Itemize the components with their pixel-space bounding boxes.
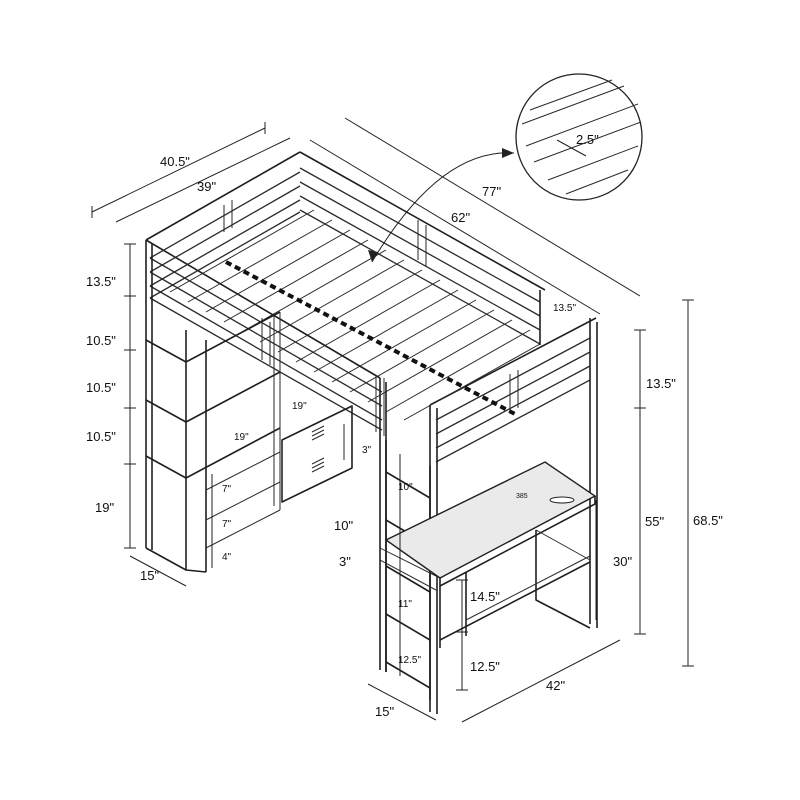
label-15-bottom: 15" xyxy=(375,704,394,719)
label-19-shelf-b: 19" xyxy=(234,432,249,443)
label-2-5: 2.5" xyxy=(576,132,599,147)
label-55: 55" xyxy=(645,514,664,529)
right-end-rails xyxy=(435,337,591,463)
label-10-small: 10" xyxy=(398,482,413,493)
bed-frame xyxy=(145,151,598,714)
label-68-5: 68.5" xyxy=(693,513,723,528)
label-13-5-right: 13.5" xyxy=(646,376,676,391)
cabinet xyxy=(281,405,353,503)
label-14-5: 14.5" xyxy=(470,589,500,604)
label-12-5-large: 12.5" xyxy=(470,659,500,674)
label-77: 77" xyxy=(482,184,501,199)
zoom-callout-arrow xyxy=(371,152,515,263)
label-62: 62" xyxy=(451,210,470,225)
label-42: 42" xyxy=(546,678,565,693)
platform-left-end-top xyxy=(145,151,301,241)
label-13-5-rail: 13.5" xyxy=(553,303,576,314)
desk-grommet xyxy=(549,496,575,504)
dimension-lines xyxy=(91,117,694,723)
platform-front-top xyxy=(145,239,381,379)
bookshelf xyxy=(145,311,281,573)
label-3-large: 3" xyxy=(339,554,351,569)
left-end-rails xyxy=(149,171,301,299)
label-12-5-small: 12.5" xyxy=(398,655,421,666)
label-40-5: 40.5" xyxy=(160,154,190,169)
dimension-labels: 40.5" 39" 77" 62" 2.5" 13.5" 13.5" 13.5"… xyxy=(86,132,723,719)
desk xyxy=(384,461,597,648)
label-11: 11" xyxy=(398,599,412,610)
label-10-large: 10" xyxy=(334,518,353,533)
cabinet-vents xyxy=(311,425,325,473)
label-4: 4" xyxy=(222,552,232,563)
label-19-left: 19" xyxy=(95,500,114,515)
desk-label: 385 xyxy=(516,493,528,500)
front-guard-rails xyxy=(149,257,385,436)
label-3-top: 3" xyxy=(362,445,372,456)
label-30: 30" xyxy=(613,554,632,569)
label-10-5-c: 10.5" xyxy=(86,429,116,444)
label-13-5-left: 13.5" xyxy=(86,274,116,289)
label-7-a: 7" xyxy=(222,484,232,495)
label-7-b: 7" xyxy=(222,519,232,530)
label-10-5-b: 10.5" xyxy=(86,380,116,395)
slat-zoom-detail xyxy=(368,73,643,263)
center-support-strap xyxy=(225,260,516,416)
platform-back-top xyxy=(299,151,546,291)
label-19-shelf-a: 19" xyxy=(292,401,307,412)
label-10-5-a: 10.5" xyxy=(86,333,116,348)
label-39: 39" xyxy=(197,179,216,194)
ladder xyxy=(379,440,437,700)
mattress-slats xyxy=(169,209,541,421)
label-15-left: 15" xyxy=(140,568,159,583)
